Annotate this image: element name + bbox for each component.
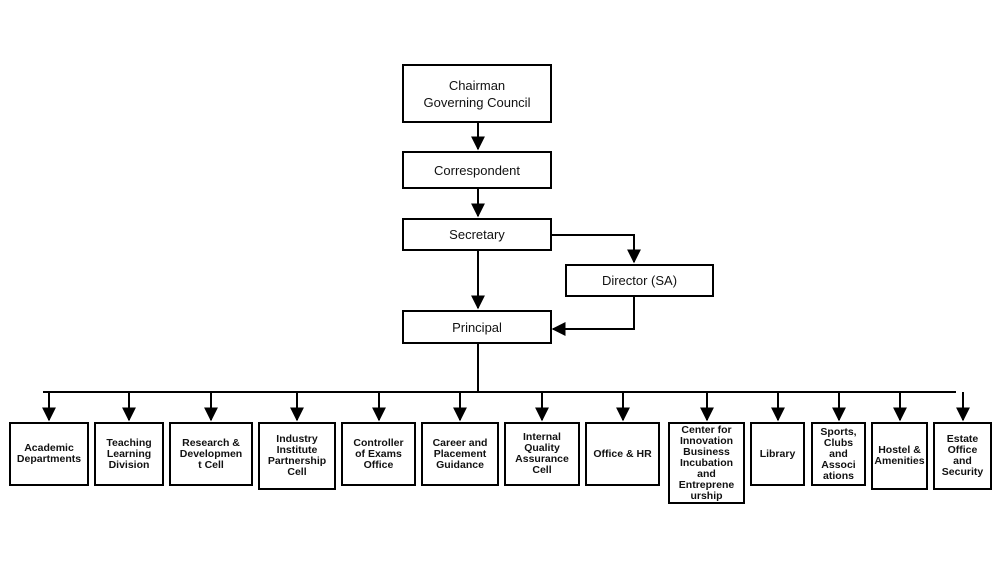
correspondent-box: Correspondent <box>402 151 552 189</box>
department-box: Center for Innovation Business Incubatio… <box>668 422 745 504</box>
connector-director-principal <box>551 297 635 336</box>
director-box: Director (SA) <box>565 264 714 297</box>
connector-secretary-director <box>552 234 641 264</box>
department-box: Controller of Exams Office <box>341 422 416 486</box>
department-box: Internal Quality Assurance Cell <box>504 422 580 486</box>
department-box: Industry Institute Partnership Cell <box>258 422 336 490</box>
department-box: Sports, Clubs and Associ ations <box>811 422 866 486</box>
department-box: Academic Departments <box>9 422 89 486</box>
department-box: Library <box>750 422 805 486</box>
department-box: Research & Developmen t Cell <box>169 422 253 486</box>
department-box: Office & HR <box>585 422 660 486</box>
chairman-box: Chairman Governing Council <box>402 64 552 123</box>
department-box: Teaching Learning Division <box>94 422 164 486</box>
secretary-box: Secretary <box>402 218 552 251</box>
principal-box: Principal <box>402 310 552 344</box>
department-box: Career and Placement Guidance <box>421 422 499 486</box>
department-box: Hostel & Amenities <box>871 422 928 490</box>
department-box: Estate Office and Security <box>933 422 992 490</box>
